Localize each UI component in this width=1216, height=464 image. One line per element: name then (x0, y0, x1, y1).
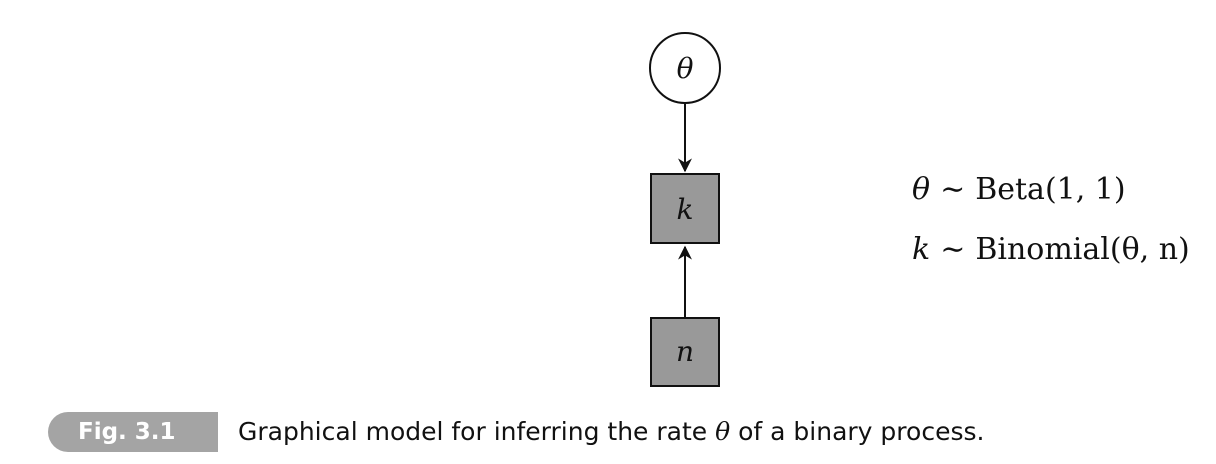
equation-k-distribution: Binomial(θ, n) (975, 232, 1190, 267)
model-equations: θ ∼ Beta(1, 1) k ∼ Binomial(θ, n) (912, 160, 1190, 280)
caption-text-before: Graphical model for inferring the rate (238, 417, 716, 446)
node-k-label: k (677, 193, 694, 226)
caption-theta-symbol: θ (715, 417, 731, 446)
node-theta-circle (649, 32, 721, 104)
equation-k: k ∼ Binomial(θ, n) (912, 220, 1190, 280)
equation-theta-variable: θ (912, 172, 931, 207)
node-n: n (650, 317, 720, 387)
equation-theta: θ ∼ Beta(1, 1) (912, 160, 1190, 220)
node-n-box (650, 317, 720, 387)
node-theta-label: θ (677, 52, 694, 85)
equation-k-variable: k (912, 232, 931, 267)
equation-k-operator: ∼ (940, 232, 966, 267)
equation-theta-operator: ∼ (940, 172, 966, 207)
graphical-model-diagram: θ k n (649, 32, 721, 387)
node-k: k (650, 173, 720, 244)
equation-theta-distribution: Beta(1, 1) (975, 172, 1126, 207)
caption-text-after: of a binary process. (730, 417, 985, 446)
node-n-label: n (676, 335, 694, 368)
caption-text: Graphical model for inferring the rate θ… (238, 412, 984, 452)
figure-label-badge: Fig. 3.1 (48, 412, 218, 452)
node-k-box (650, 173, 720, 244)
node-theta: θ (649, 32, 721, 104)
figure-caption: Fig. 3.1 Graphical model for inferring t… (0, 410, 1216, 456)
